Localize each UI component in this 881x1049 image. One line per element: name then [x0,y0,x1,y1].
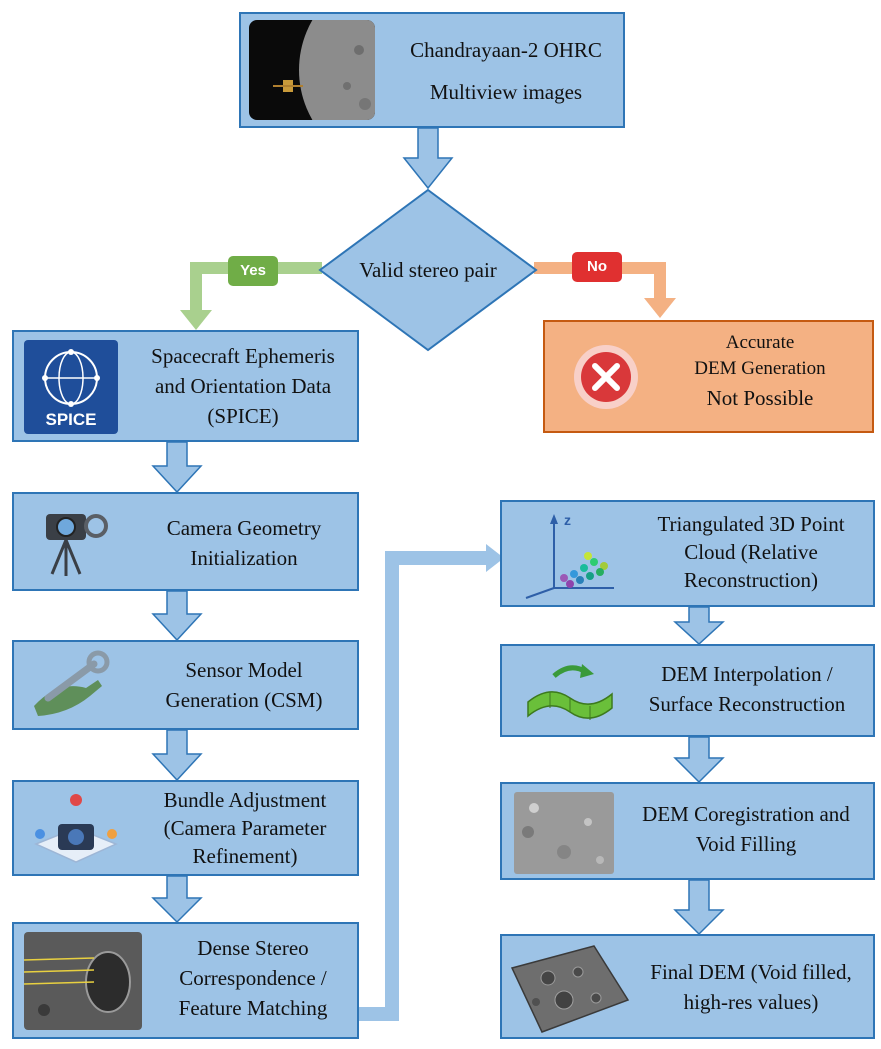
point-cloud-line-1: Triangulated 3D Point [657,512,845,536]
input-line-1: Chandrayaan-2 OHRC [410,38,602,62]
arrow-input-to-decision [402,127,454,190]
point-cloud-icon: z [514,508,624,600]
dem-interpolation-line-1: DEM Interpolation / [661,662,833,686]
input-node: Chandrayaan-2 OHRC Multiview images [239,12,625,128]
camera-geometry-line-2: Initialization [190,546,298,570]
fail-line-1: Accurate [725,332,795,353]
dense-stereo-line-3: Feature Matching [178,996,328,1020]
dem-interpolation-line-2: Surface Reconstruction [648,692,846,716]
grey-terrain-icon [514,792,614,874]
arrow-pointcloud-to-interp [673,606,725,646]
decision-label: Valid stereo pair [359,258,497,282]
moon-limb-spacecraft-icon [249,20,375,120]
sensor-model-node: Sensor Model Generation (CSM) [12,640,359,730]
point-cloud-line-3: Reconstruction) [683,568,819,592]
fail-node: Accurate DEM Generation Not Possible [543,320,874,433]
arrow-coreg-to-final [673,879,725,936]
final-dem-line-1: Final DEM (Void filled, [650,960,852,984]
dense-to-pointcloud-connector [359,551,490,1021]
fail-line-3: Not Possible [706,386,814,410]
bundle-adjustment-line-2: (Camera Parameter [163,816,327,840]
crater-dem-icon [508,942,632,1034]
sensor-model-line-1: Sensor Model [185,658,303,682]
spice-globe-icon: SPICE [24,340,118,434]
yes-tag: Yes [228,256,278,286]
camera-geometry-node: Camera Geometry Initialization [12,492,359,591]
dem-coregistration-line-1: DEM Coregistration and [642,802,850,826]
spice-line-2: and Orientation Data [154,374,332,398]
no-tag: No [572,252,622,282]
bundle-adjustment-line-1: Bundle Adjustment [163,788,327,812]
camera-gear-icon [38,504,114,580]
spice-line-3: (SPICE) [207,404,279,428]
camera-geometry-line-1: Camera Geometry [166,516,322,540]
decision-diamond [318,188,538,352]
spice-line-1: Spacecraft Ephemeris [151,344,335,368]
spice-node: SPICE Spacecraft Ephemeris and Orientati… [12,330,359,442]
point-cloud-node: z Triangulated 3D Point Cloud (Relative … [500,500,875,607]
bundle-adjustment-line-3: Refinement) [192,844,298,868]
axis-label-z: z [564,512,571,528]
no-arrowhead [644,298,676,318]
yes-connector [190,262,322,312]
point-cloud-line-2: Cloud (Relative [684,540,818,564]
final-dem-node: Final DEM (Void filled, high-res values) [500,934,875,1039]
crater-matching-icon [24,932,142,1030]
arrow-camera-to-sensor [151,590,203,642]
input-line-2: Multiview images [429,80,583,104]
arrow-spice-to-camera [151,441,203,494]
arrow-interp-to-coreg [673,736,725,784]
arrow-bundle-to-dense [151,875,203,924]
red-x-icon [571,342,641,412]
dem-coregistration-node: DEM Coregistration and Void Filling [500,782,875,880]
camera-pins-icon [26,788,126,872]
spice-icon-text: SPICE [45,410,97,429]
dense-stereo-line-2: Correspondence / [179,966,327,990]
wrench-hand-icon [28,650,118,722]
arrow-sensor-to-bundle [151,729,203,782]
surface-mesh-icon [520,658,620,726]
sensor-model-line-2: Generation (CSM) [165,688,323,712]
bundle-adjustment-node: Bundle Adjustment (Camera Parameter Refi… [12,780,359,876]
fail-line-2: DEM Generation [694,358,826,379]
final-dem-line-2: high-res values) [683,990,819,1014]
dem-coregistration-line-2: Void Filling [695,832,797,856]
dense-stereo-node: Dense Stereo Correspondence / Feature Ma… [12,922,359,1039]
dem-interpolation-node: DEM Interpolation / Surface Reconstructi… [500,644,875,737]
yes-arrowhead [180,310,212,330]
dense-to-pointcloud-arrowhead [486,544,504,572]
dense-stereo-line-1: Dense Stereo [197,936,309,960]
